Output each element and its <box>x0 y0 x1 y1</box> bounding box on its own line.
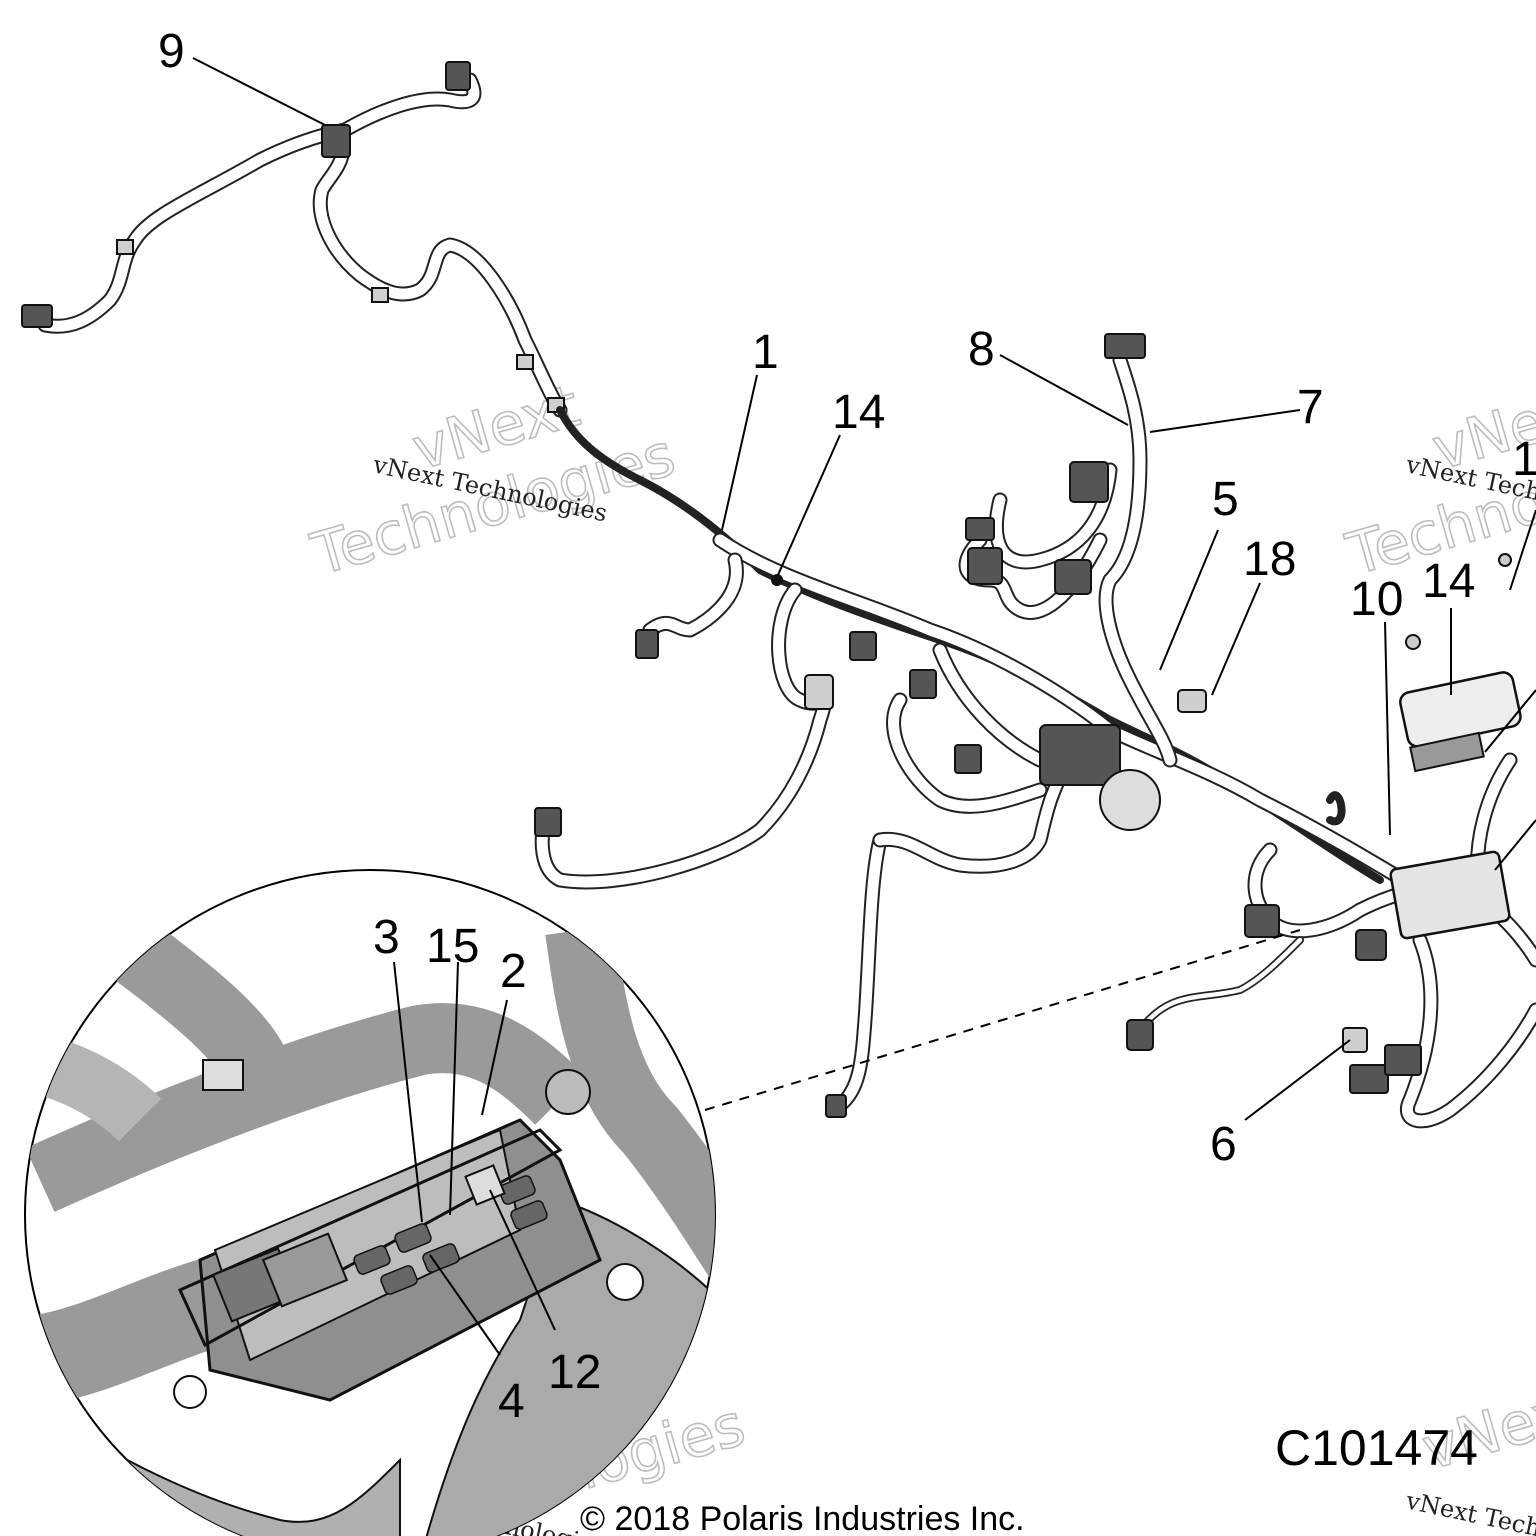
callout-5: 5 <box>1212 473 1239 526</box>
connector-icon <box>804 674 834 710</box>
fuse-slot <box>353 1245 391 1275</box>
fuse-box-assembly <box>1126 553 1536 1129</box>
connector-icon <box>1054 559 1092 595</box>
connector-icon <box>445 61 471 91</box>
clip-icon <box>116 239 134 255</box>
connector-icon <box>849 631 877 661</box>
callout-6: 6 <box>1210 1118 1237 1171</box>
detail-leader-dashed <box>704 929 1301 1111</box>
clip-icon <box>516 354 534 370</box>
clip-icon <box>202 1059 244 1091</box>
connector-icon <box>954 744 982 774</box>
connector-icon <box>1126 1019 1154 1051</box>
callout-1: 1 <box>752 326 779 379</box>
bolt-icon <box>545 1069 591 1115</box>
bolt-hole-icon <box>173 1375 207 1409</box>
callout-13: 14 <box>1422 555 1475 608</box>
callout-8: 8 <box>968 323 995 376</box>
detail-view <box>24 869 716 1536</box>
fuse-label <box>1409 731 1485 773</box>
connector-icon <box>1069 461 1109 503</box>
connector-icon <box>1349 1064 1389 1094</box>
callout-15: 15 <box>426 920 479 973</box>
connector-icon <box>534 807 562 837</box>
screw-icon <box>1405 634 1421 650</box>
callout-18: 18 <box>1243 533 1296 586</box>
connector-icon <box>635 629 659 659</box>
screw-icon <box>1498 553 1512 567</box>
connector-icon <box>965 517 995 541</box>
callout-1-cut: 1 <box>1512 433 1536 486</box>
connector-icon <box>1104 333 1146 359</box>
grommet-icon <box>1099 769 1161 831</box>
callout-9: 9 <box>158 25 185 78</box>
callout-3: 3 <box>373 911 400 964</box>
watermark-group-center: vNext Technologies vNext Technologies <box>303 371 682 590</box>
callout-2: 2 <box>500 945 527 998</box>
leader-lines <box>192 57 1536 1356</box>
connector-icon <box>21 304 53 328</box>
callout-7: 7 <box>1297 381 1324 434</box>
connector-icon <box>321 124 351 158</box>
fuse-slot <box>422 1243 460 1273</box>
relay <box>464 1164 506 1206</box>
connector-block-icon <box>1039 724 1121 786</box>
harness-7-8 <box>958 333 1207 768</box>
watermark-small-text: vNext Technologies <box>1403 1486 1536 1536</box>
fuse-slot <box>380 1265 418 1295</box>
fuse-slot <box>394 1223 432 1253</box>
figure-id: C101474 <box>1275 1420 1478 1476</box>
connector-icon <box>909 669 937 699</box>
fuse-box <box>1389 850 1511 940</box>
bolt-hole-icon <box>606 1263 644 1301</box>
fuse-slot <box>498 1175 536 1205</box>
connector-icon <box>1177 689 1207 713</box>
connector-icon <box>1355 929 1387 961</box>
clip-icon <box>371 287 389 303</box>
callout-4: 4 <box>498 1375 525 1428</box>
connector-icon <box>967 547 1003 585</box>
callout-14: 14 <box>832 386 885 439</box>
fuse-slot <box>510 1200 548 1230</box>
callout-10: 10 <box>1350 573 1403 626</box>
connector-icon <box>1384 1044 1422 1076</box>
relay-icon <box>1342 1027 1368 1053</box>
callouts: 9 1 14 8 7 5 18 10 14 1 6 3 15 2 4 12 <box>158 25 1536 1428</box>
harness-9 <box>21 61 568 418</box>
copyright-text: © 2018 Polaris Industries Inc. <box>580 1500 1025 1536</box>
relay <box>261 1232 349 1308</box>
callout-12: 12 <box>548 1346 601 1399</box>
harness-1 <box>534 406 1428 1118</box>
connector-icon <box>1244 904 1280 938</box>
connector-icon <box>825 1094 847 1118</box>
fastener-icon <box>771 574 783 586</box>
